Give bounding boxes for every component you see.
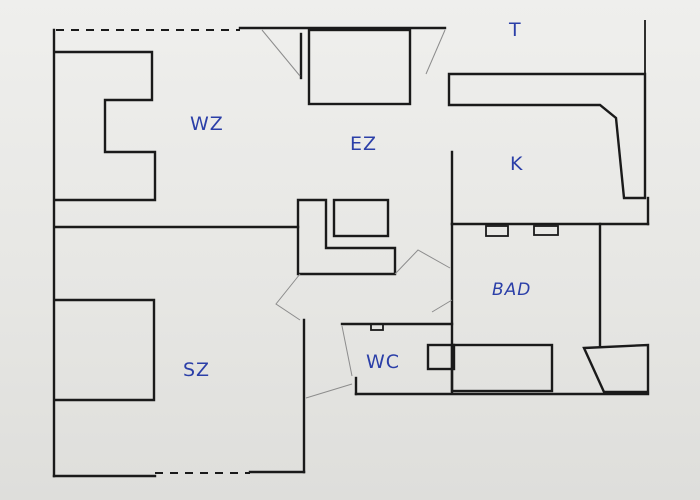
door-swing-top-right	[425, 29, 446, 75]
door-swing-bottom	[305, 383, 353, 399]
room-label-sz: SZ	[183, 359, 210, 381]
central-inner-box	[332, 198, 390, 238]
outer-walls	[52, 26, 447, 478]
room-label-bad: BAD	[492, 280, 531, 300]
sofa-outline	[54, 50, 157, 202]
bed	[54, 298, 156, 402]
washbasin	[426, 343, 456, 371]
bad-fixture-2	[533, 225, 559, 236]
wc-door-swing	[341, 325, 353, 377]
top-cabinet	[307, 28, 412, 106]
room-label-wc: WC	[366, 351, 400, 373]
bathtub	[450, 343, 554, 393]
room-label-ez: EZ	[350, 133, 377, 155]
room-label-wz: WZ	[190, 113, 224, 135]
wc-fixture	[370, 323, 384, 331]
kitchen-counter	[447, 72, 647, 200]
room-label-t: T	[508, 19, 522, 41]
bad-fixture-1	[485, 225, 509, 237]
shower-tray	[582, 343, 650, 394]
door-swing-top-left	[261, 29, 301, 77]
central-block	[296, 198, 397, 276]
door-swing-sz	[275, 273, 301, 321]
door-swing-wc	[431, 299, 453, 313]
door-swing-bad	[394, 249, 451, 275]
room-label-k: K	[510, 153, 523, 175]
